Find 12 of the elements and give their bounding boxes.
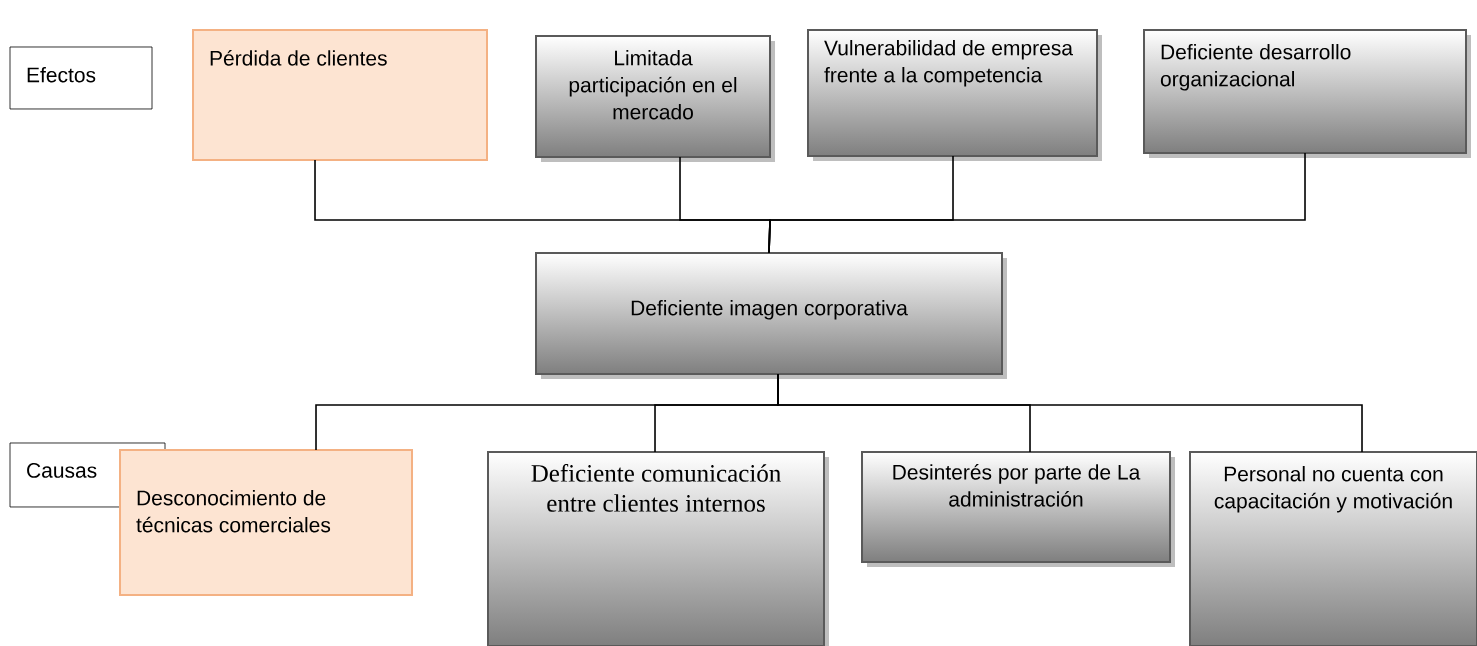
cause-box: Desinterés por parte de La administración bbox=[861, 451, 1171, 563]
label-box: Efectos bbox=[9, 46, 153, 110]
effect-box: Pérdida de clientes bbox=[192, 29, 488, 161]
effect-box: Vulnerabilidad de empresa frente a la competencia bbox=[807, 29, 1098, 157]
problem-box: Deficiente imagen corporativa bbox=[535, 252, 1003, 375]
effect-box: Deficiente desarrollo organizacional bbox=[1143, 29, 1467, 154]
connector-line bbox=[768, 152, 1306, 254]
cause-box: Personal no cuenta con capacitación y motivación bbox=[1189, 451, 1477, 646]
effect-box: Limitada participación en el mercado bbox=[535, 35, 771, 158]
cause-box: Deficiente comunicación entre clientes internos bbox=[487, 451, 825, 646]
cause-box: Desconocimiento de técnicas comerciales bbox=[119, 449, 413, 596]
connector-line bbox=[777, 373, 1363, 453]
